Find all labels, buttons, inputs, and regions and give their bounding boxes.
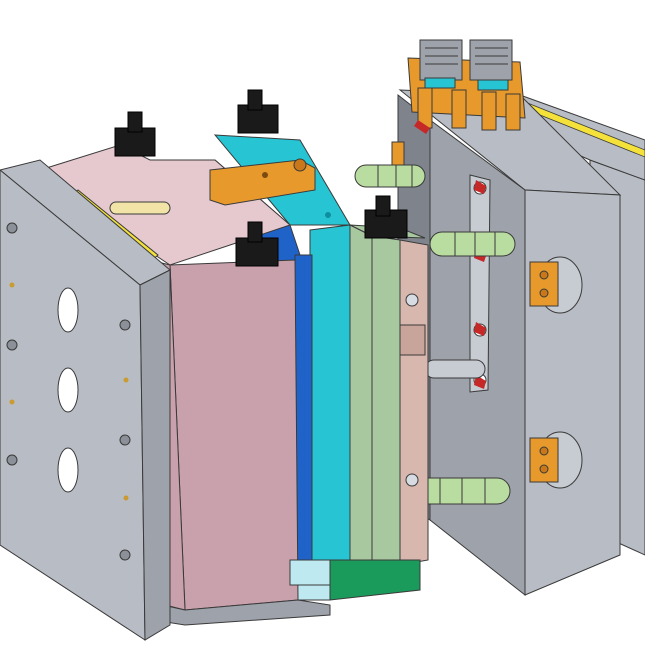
top-slider-insert-1 [419,39,463,81]
orange-bar-bolt-icon [293,158,307,172]
slot-channel [469,174,491,393]
black-clamp-2 [237,89,279,134]
moving-half [391,39,645,597]
screw-icon-5 [119,434,131,446]
black-clamps [114,89,408,267]
side-block-lower [529,437,559,483]
top-slider-ribs [425,47,508,65]
black-clamp-3 [235,221,279,267]
small-dot-icon-2 [9,399,15,405]
top-slider-teal-2 [477,79,509,91]
top-slider-insert-2 [469,39,513,81]
black-clamp-4 [364,195,408,239]
screw-icon-2 [6,339,18,351]
bottom-cyan-cube [289,559,331,586]
left-clamp-plate [0,159,171,641]
side-block-upper-bolt-icon [539,270,549,280]
moving-block-side [524,189,621,596]
bolt-head-icon-1 [405,293,419,307]
screw-icon-4 [119,319,131,331]
stripper-plate-front [349,224,373,586]
small-dot-icon-3 [123,377,129,383]
top-slider-leg-4 [505,93,521,131]
orange-bar-hole-icon [262,172,268,178]
side-block-lower-bolt-icon [539,446,549,456]
left-plate-side [139,269,171,641]
cyan-dot-icon [325,212,331,218]
guide-pillar-1 [354,164,426,188]
small-dot-icon-4 [123,495,129,501]
stripper-plate-side [371,235,401,586]
fixed-half [38,134,429,626]
guide-pillar-4 [414,477,511,505]
guide-pillar-2 [429,231,516,257]
screw-icon-3 [6,454,18,466]
red-clip-4 [474,375,486,389]
beige-plate-notch [399,324,426,356]
bolt-head-icon-2 [405,473,419,487]
side-block-upper [529,261,559,307]
clamp-plate-front [169,259,299,611]
left-plate-hole-2 [57,367,79,413]
top-slider-leg-3 [481,91,497,131]
top-slider-leg-2 [451,89,467,129]
left-plate-hole-1 [57,287,79,333]
screw-icon-6 [119,549,131,561]
top-rod [109,201,171,215]
cavity-plate-front [309,224,351,576]
side-block-lower-bolt2-icon [539,464,549,474]
top-slider-teal-1 [424,77,456,89]
small-dot-icon-1 [9,282,15,288]
red-clip-1 [474,180,486,194]
return-pin [424,359,486,379]
moving-red-mark [414,120,430,134]
red-clip-3 [474,322,486,336]
left-plate-hole-3 [57,447,79,493]
moving-orange-tab [391,141,405,167]
black-clamp-1 [114,111,156,157]
side-block-upper-bolt2-icon [539,288,549,298]
beige-plate-front [399,239,429,566]
screw-icon-1 [6,222,18,234]
